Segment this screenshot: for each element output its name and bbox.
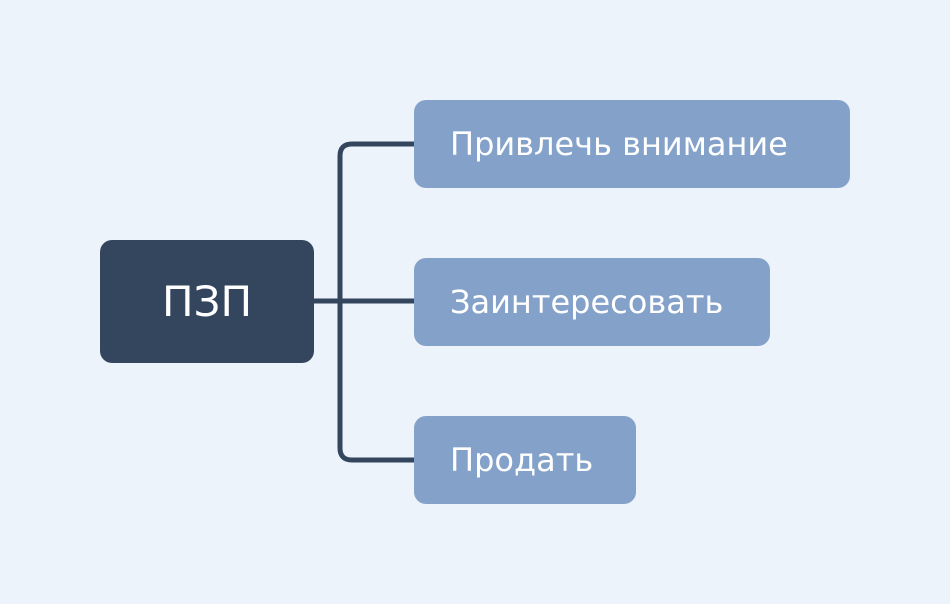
- child-label: Продать: [450, 441, 594, 479]
- root-label: ПЗП: [161, 277, 253, 326]
- child-label: Привлечь внимание: [450, 125, 788, 163]
- child-node-sell[interactable]: Продать: [414, 416, 636, 504]
- child-node-attract-attention[interactable]: Привлечь внимание: [414, 100, 850, 188]
- child-label: Заинтересовать: [450, 283, 724, 321]
- child-node-interest[interactable]: Заинтересовать: [414, 258, 770, 346]
- root-node[interactable]: ПЗП: [100, 240, 314, 363]
